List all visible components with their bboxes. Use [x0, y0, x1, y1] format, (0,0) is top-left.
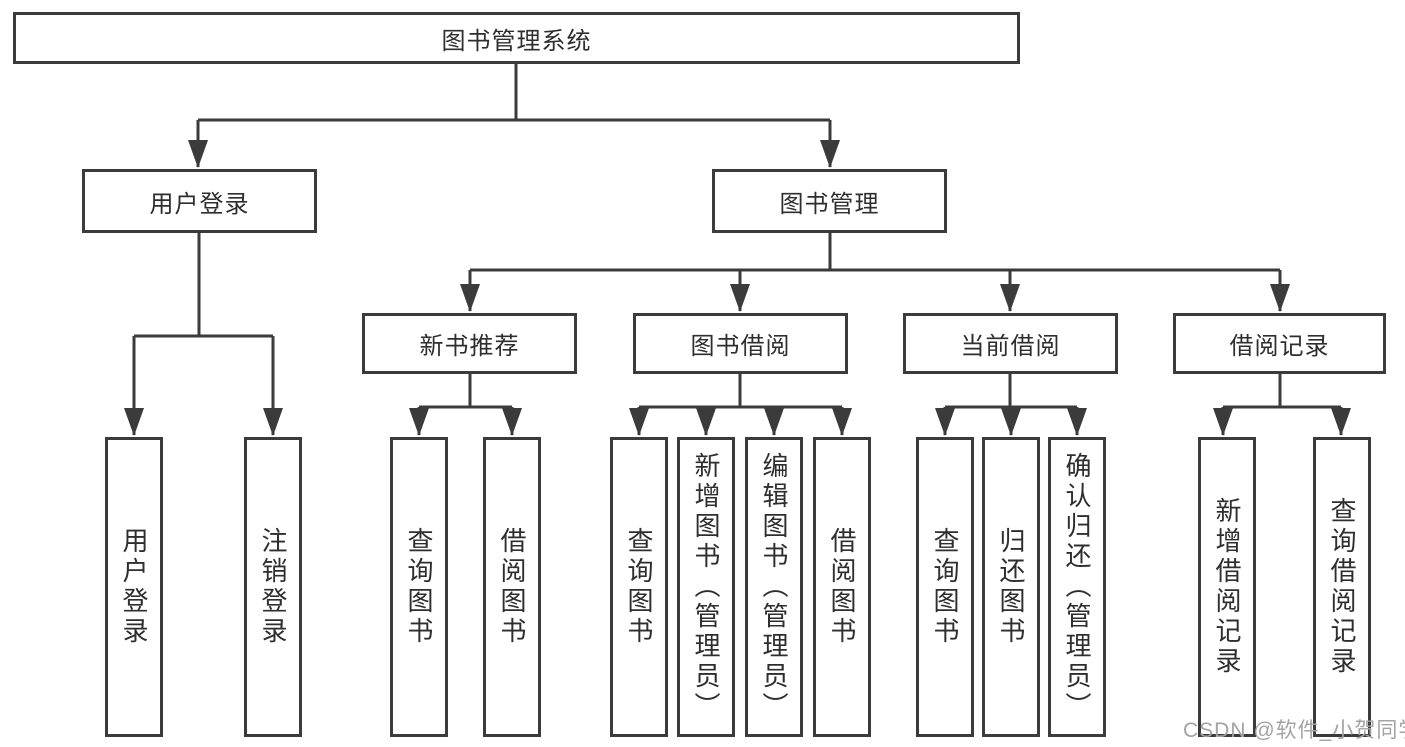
- node-label: 图书借阅: [690, 333, 791, 360]
- connector-arrows: [124, 120, 1351, 436]
- leaf-label: 借阅图书: [497, 527, 527, 647]
- leaf-label: 查询图书: [930, 527, 960, 647]
- leaf-borrow-books-borrowing: 借阅图书: [813, 437, 871, 737]
- node-label: 借阅记录: [1229, 333, 1330, 360]
- node-book-borrowing: 图书借阅: [633, 313, 848, 374]
- csdn-watermark: CSDN @软件_小贺同学: [1183, 719, 1405, 742]
- node-book-management: 图书管理: [712, 169, 947, 233]
- leaf-logout: 注销登录: [244, 437, 302, 737]
- connector-segments: [134, 64, 1341, 409]
- leaf-label: 归还图书: [996, 527, 1026, 647]
- leaf-label: 查询图书: [404, 527, 434, 647]
- node-label: 新书推荐: [419, 333, 520, 360]
- node-label: 图书管理系统: [441, 27, 592, 55]
- leaf-confirm-return-admin: 确认归还（管理员）: [1048, 437, 1106, 737]
- node-label: 图书管理: [779, 190, 880, 218]
- leaf-label: 查询借阅记录: [1327, 497, 1357, 677]
- leaf-label: 确认归还（管理员）: [1062, 452, 1092, 722]
- node-label: 用户登录: [149, 190, 250, 218]
- leaf-user-login: 用户登录: [105, 437, 163, 737]
- leaf-label: 查询图书: [624, 527, 654, 647]
- leaf-label: 借阅图书: [827, 527, 857, 647]
- leaf-label: 新增借阅记录: [1212, 497, 1242, 677]
- leaf-query-books-current: 查询图书: [916, 437, 974, 737]
- node-book-management-system: 图书管理系统: [13, 12, 1020, 64]
- node-borrowing-records: 借阅记录: [1173, 313, 1386, 374]
- leaf-edit-books-admin: 编辑图书（管理员）: [745, 437, 803, 737]
- leaf-query-books-recommend: 查询图书: [390, 437, 448, 737]
- leaf-add-books-admin: 新增图书（管理员）: [677, 437, 735, 737]
- leaf-label: 编辑图书（管理员）: [759, 452, 789, 722]
- leaf-query-borrow-record: 查询借阅记录: [1313, 437, 1371, 737]
- node-label: 当前借阅: [960, 333, 1061, 360]
- leaf-label: 注销登录: [258, 527, 288, 647]
- leaf-borrow-books-recommend: 借阅图书: [483, 437, 541, 737]
- node-user-login: 用户登录: [82, 169, 317, 233]
- node-current-borrowing: 当前借阅: [903, 313, 1118, 374]
- leaf-label: 新增图书（管理员）: [691, 452, 721, 722]
- leaf-return-books: 归还图书: [982, 437, 1040, 737]
- leaf-add-borrow-record: 新增借阅记录: [1198, 437, 1256, 737]
- node-new-book-recommendation: 新书推荐: [362, 313, 577, 374]
- leaf-label: 用户登录: [119, 527, 149, 647]
- leaf-query-books-borrowing: 查询图书: [610, 437, 668, 737]
